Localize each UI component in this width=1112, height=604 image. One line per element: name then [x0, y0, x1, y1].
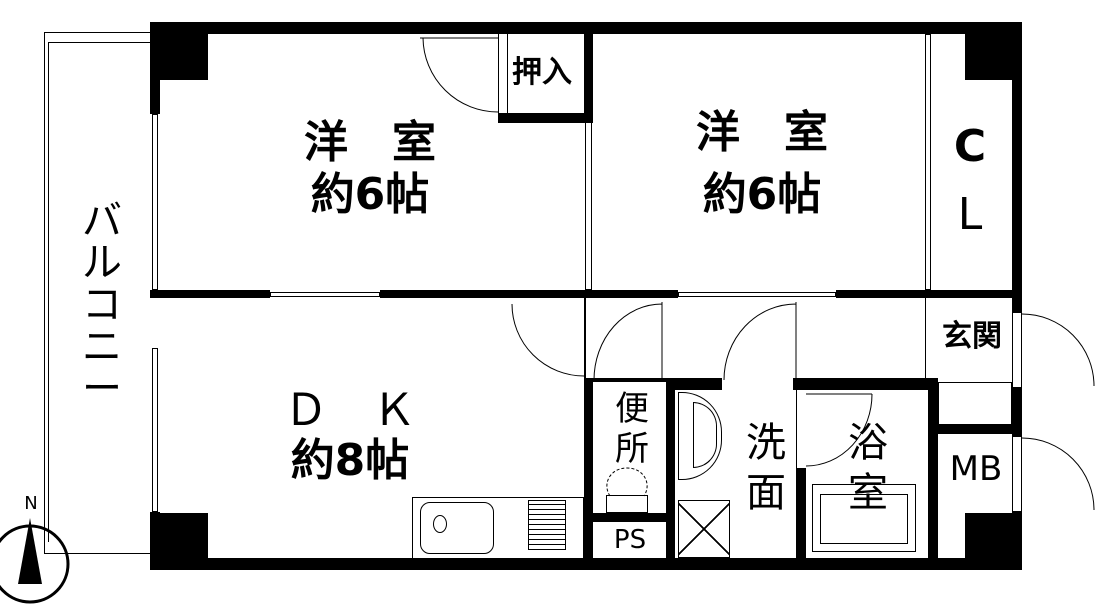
column-bottom-right [965, 513, 1022, 570]
toilet-bowl[interactable] [606, 466, 648, 497]
dk-hall-divider [584, 298, 586, 378]
shoe-box [938, 382, 1012, 426]
column-top-right [965, 22, 1022, 80]
entrance-label: 玄関 [942, 319, 1002, 354]
outer-wall-right-top [1012, 22, 1022, 322]
bedroom1-size: 約6帖 [310, 169, 430, 220]
mb-top-wall [938, 424, 1022, 434]
oshiire-door-swing[interactable] [420, 36, 500, 116]
toilet-tank [606, 495, 648, 513]
bedroom1-name: 洋 室 [304, 117, 436, 168]
oshiire-left-line-2 [507, 34, 508, 114]
compass-north-label: N [24, 493, 38, 514]
bedroom2-size: 約6帖 [702, 169, 822, 220]
wall-mid-horizontal-right [836, 290, 1022, 298]
toilet-label-line1: 便 [615, 389, 649, 429]
bath-right-wall [928, 378, 938, 570]
toilet-top-wall [593, 378, 673, 382]
ps-top-wall [593, 513, 673, 522]
oshiire-left-line [498, 34, 499, 114]
bathtub[interactable] [812, 484, 916, 552]
bath-label-line1: 浴 [848, 420, 888, 466]
bedroom2-name: 洋 室 [696, 107, 828, 158]
oshiire-label: 押入 [512, 55, 572, 90]
mb-label: MB [949, 449, 1003, 489]
dk-door-swing[interactable] [510, 302, 586, 378]
balcony-outline [44, 32, 156, 554]
wash-label-line1: 洗 [746, 420, 786, 466]
balcony-label: バルコニー [82, 198, 122, 412]
window-left-lower [152, 348, 158, 512]
dk-name: Ｄ Ｋ [284, 385, 416, 436]
sink-drain [433, 515, 447, 533]
kitchen-sink[interactable] [420, 502, 494, 554]
bath-label-line2: 室 [848, 470, 888, 516]
washing-machine-space[interactable] [678, 500, 730, 558]
compass-icon [0, 518, 70, 604]
mb-door-swing[interactable] [1021, 436, 1096, 512]
toilet-door-swing[interactable] [592, 302, 664, 381]
window-left-upper [152, 114, 158, 290]
bath-left-wall [796, 468, 806, 570]
balcony-inner-outline [48, 42, 156, 542]
mb-door-frame [1012, 436, 1022, 512]
oshiire-bottom-wall [498, 113, 593, 123]
bathtub-inner [820, 494, 908, 544]
sliding-door-bedroom1[interactable] [270, 292, 380, 297]
column-bottom-left [150, 513, 208, 570]
bath-door-swing[interactable] [805, 392, 874, 468]
entrance-door-frame [1012, 312, 1022, 388]
cl-divider[interactable] [925, 34, 931, 290]
ps-label: PS [613, 525, 647, 555]
toilet-label-line2: 所 [615, 429, 649, 469]
cl-label-line2: L [957, 189, 983, 240]
kitchen-counter [412, 497, 584, 559]
cl-label-line1: C [953, 121, 987, 172]
stove-icon[interactable] [528, 500, 566, 550]
wash-top-wall-right [793, 378, 933, 390]
wash-door-swing[interactable] [722, 302, 798, 381]
toilet-right-wall [666, 378, 675, 570]
column-top-left [150, 22, 208, 80]
wash-top-wall-left [666, 378, 722, 390]
dk-size: 約8帖 [290, 435, 410, 486]
dk-right-wall [584, 378, 593, 570]
sliding-door-bedroom2[interactable] [678, 292, 836, 297]
wash-label-line2: 面 [746, 470, 786, 516]
wall-bedrooms-divider [584, 22, 593, 122]
wall-mid-horizontal-center [380, 290, 678, 298]
wall-mid-horizontal-left [150, 290, 270, 298]
bath-left-line [796, 390, 797, 470]
entrance-door-swing[interactable] [1021, 312, 1096, 388]
wall-bedrooms-divider-thin [585, 122, 592, 290]
entrance-left-line [925, 298, 926, 378]
